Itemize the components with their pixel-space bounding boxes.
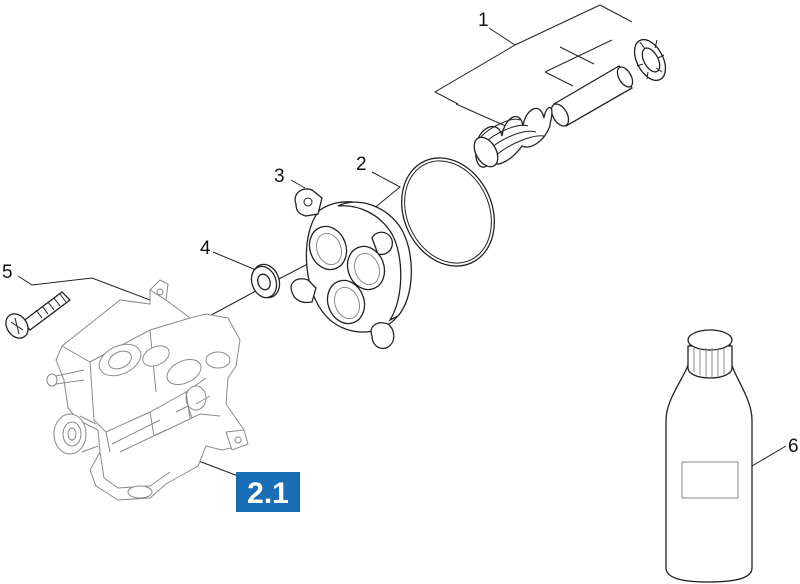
callout-part-1: 1 [478, 10, 489, 31]
callout-part-3: 3 [274, 166, 285, 187]
callout-part-4: 4 [200, 238, 211, 259]
valve-plate-part [290, 188, 412, 350]
screw-part [5, 291, 71, 339]
assembly-badge[interactable]: 2.1 [236, 472, 300, 512]
part-callouts: 1 2 3 4 5 6 [2, 10, 799, 457]
spring-part [473, 106, 553, 168]
pump-housing-assembly [46, 279, 249, 501]
o-ring-part [400, 157, 496, 267]
piston-rod-part [550, 65, 634, 127]
assembly-badge-label: 2.1 [247, 477, 289, 510]
callout-part-6: 6 [788, 436, 799, 457]
seal-ring-part [250, 263, 281, 299]
callout-part-2: 2 [356, 154, 367, 175]
oil-bottle-part [665, 329, 753, 583]
callout-part-5: 5 [2, 262, 13, 283]
retaining-ring-part [633, 38, 667, 82]
assembly-badge-background [236, 472, 300, 512]
